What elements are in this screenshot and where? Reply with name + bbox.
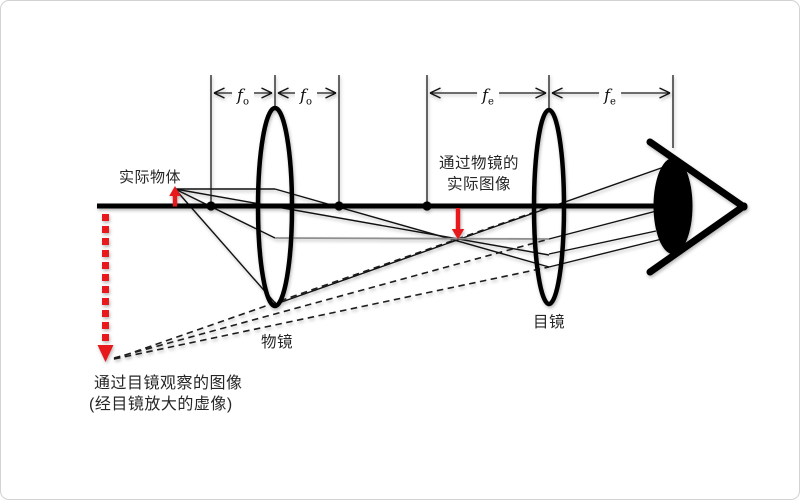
- f-subscript: o: [305, 96, 312, 108]
- ray-marginal-to-eye: [275, 166, 665, 305]
- virtual-image-dashed-rays: [113, 206, 550, 360]
- ray-eyepiece-out-1: [548, 207, 669, 240]
- focal-dot-objective-back: [334, 201, 344, 211]
- eye-lid-bottom: [646, 202, 748, 276]
- virtual-image-label-line1: 通过目镜观察的图像: [94, 375, 243, 392]
- real-image-arrow-shaft: [455, 208, 461, 230]
- object-label: 实际物体: [119, 169, 182, 186]
- eye-lid-top: [646, 138, 748, 211]
- focal-dot-objective-front: [206, 201, 216, 211]
- f-symbol: f: [237, 85, 243, 105]
- virtual-image-arrow: [97, 214, 114, 362]
- focal-point-dots: [206, 201, 432, 211]
- f-symbol: f: [482, 85, 488, 105]
- dashed-ray-lower: [113, 266, 550, 360]
- real-image-label-line1: 通过物镜的: [438, 155, 519, 172]
- objective-lens-label: 物镜: [260, 334, 293, 351]
- f-subscript: e: [488, 96, 494, 108]
- eye-pupil: [653, 158, 693, 254]
- object-arrow-shaft: [172, 194, 178, 207]
- dashed-ray-middle: [113, 238, 550, 359]
- object-arrow-head: [169, 186, 181, 196]
- eyepiece-lens-label: 目镜: [532, 314, 565, 331]
- virtual-image-arrow-head: [97, 345, 114, 362]
- focal-length-label-fe-2: fe: [599, 85, 621, 108]
- virtual-image-label: 通过目镜观察的图像 (经目镜放大的虚像): [89, 374, 243, 415]
- real-image-label-line2: 实际图像: [446, 176, 511, 193]
- eye-icon: [646, 138, 748, 276]
- ray-through-objective-center: [174, 188, 550, 256]
- ray-parallel-refracted: [274, 188, 550, 268]
- virtual-image-label-line2: (经目镜放大的虚像): [89, 395, 233, 413]
- real-image-label: 通过物镜的 实际图像: [409, 153, 549, 195]
- objective-lens-shape: [255, 105, 295, 309]
- real-image-arrow-head: [451, 229, 465, 240]
- focal-length-label-fe-1: fe: [477, 85, 499, 108]
- dashed-ray-center: [113, 206, 550, 360]
- eyepiece-lens-shape: [531, 107, 567, 307]
- f-symbol: f: [604, 85, 610, 105]
- focal-dot-eyepiece-front: [422, 201, 432, 211]
- ray-eyepiece-out-3: [548, 237, 667, 268]
- ray-gray-horizontal: [274, 237, 550, 240]
- focal-length-label-fo-1: fo: [232, 85, 254, 108]
- focal-length-label-fo-2: fo: [295, 85, 317, 108]
- f-subscript: e: [610, 96, 616, 108]
- ray-eyepiece-out-2: [548, 230, 657, 255]
- object-arrow: [169, 186, 181, 207]
- real-image-arrow: [451, 208, 465, 240]
- f-subscript: o: [242, 96, 249, 108]
- f-symbol: f: [300, 85, 306, 105]
